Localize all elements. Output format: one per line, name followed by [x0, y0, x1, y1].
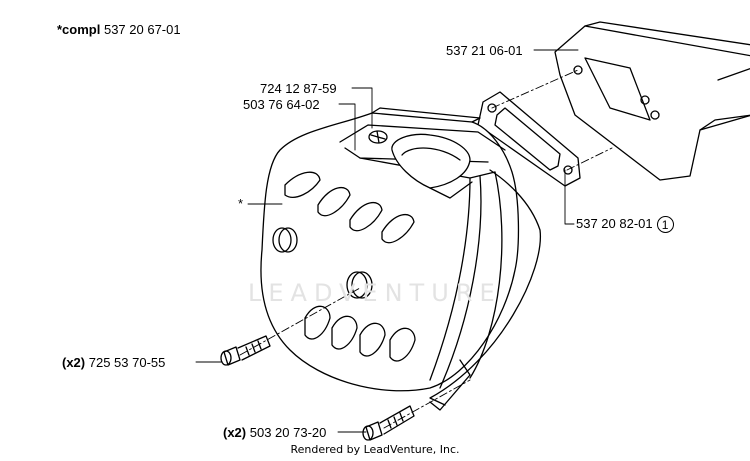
part-label-screw-top[interactable]: 724 12 87-59: [260, 81, 337, 96]
compl-prefix: *compl: [57, 22, 101, 37]
part-label-heat-shield[interactable]: 537 21 06-01: [446, 43, 523, 58]
footer-credit: Rendered by LeadVenture, Inc.: [290, 443, 460, 456]
bolt-short-part: [362, 405, 415, 441]
reference-circle: 1: [656, 216, 674, 234]
gasket-number: 537 20 82-01: [576, 216, 653, 231]
leader-lines: [195, 49, 613, 433]
muffler-part: [260, 107, 541, 411]
part-label-bolt-short[interactable]: (x2) 503 20 73-20: [223, 425, 326, 440]
leadventure-watermark: LEADVENTURE: [248, 279, 502, 307]
part-label-bolt-long[interactable]: (x2) 725 53 70-55: [62, 355, 165, 370]
bolt-short-number: 503 20 73-20: [249, 425, 327, 440]
compl-label: *compl 537 20 67-01: [57, 22, 181, 37]
heat-shield-part: [554, 21, 750, 181]
qty-bolt-long: (x2): [62, 355, 86, 370]
bolt-long-part: [220, 335, 271, 366]
part-label-plate-top[interactable]: 503 76 64-02: [243, 97, 320, 112]
part-label-muffler[interactable]: *: [238, 196, 244, 211]
qty-bolt-short: (x2): [223, 425, 247, 440]
bolt-long-number: 725 53 70-55: [88, 355, 166, 370]
compl-number: 537 20 67-01: [103, 22, 181, 37]
